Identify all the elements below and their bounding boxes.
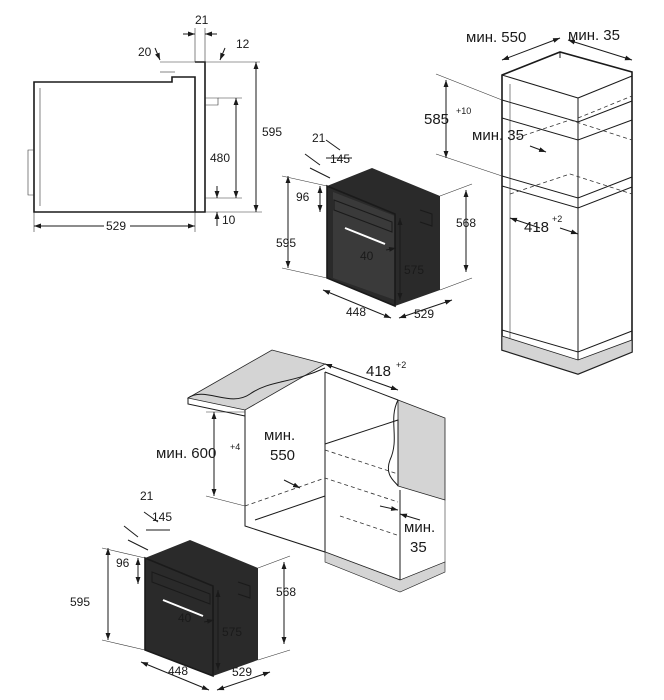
uc-min-550-value: 550 — [270, 447, 295, 464]
cab-min-550: мин. 550 — [466, 29, 526, 46]
lower-dim-40: 40 — [178, 611, 192, 625]
lower-dim-529: 529 — [232, 665, 252, 679]
upper-dim-575: 575 — [404, 263, 424, 277]
upper-dim-568: 568 — [456, 216, 476, 230]
side-dim-529: 529 — [106, 219, 126, 233]
lower-dim-575: 575 — [222, 625, 242, 639]
uc-min-35-value: 35 — [410, 539, 427, 556]
side-dim-21: 21 — [195, 13, 209, 27]
upper-dim-40: 40 — [360, 249, 374, 263]
side-dim-10: 10 — [222, 213, 236, 227]
upper-dim-145: 145 — [330, 152, 350, 166]
upper-dim-529: 529 — [414, 307, 434, 321]
side-dim-20: 20 — [138, 45, 152, 59]
side-view-drawing: 21 20 12 595 480 10 529 — [27, 13, 282, 233]
uc-min-600-tolerance: +4 — [230, 442, 240, 452]
cab-min-35-top: мин. 35 — [568, 27, 620, 44]
lower-dim-145: 145 — [152, 510, 172, 524]
uc-min-600: мин. 600 — [156, 445, 216, 462]
side-dim-12: 12 — [236, 37, 250, 51]
upper-dim-595: 595 — [276, 236, 296, 250]
cab-min-35-mid: мин. 35 — [472, 127, 524, 144]
cab-dim-585: 585 — [424, 111, 449, 128]
oven-lower-drawing: 21 145 96 595 568 40 575 448 529 — [70, 489, 296, 691]
uc-dim-418: 418 — [366, 363, 391, 380]
tall-cabinet-drawing: мин. 550 мин. 35 585 +10 мин. 35 418 +2 — [424, 27, 633, 375]
lower-dim-595: 595 — [70, 595, 90, 609]
lower-dim-21: 21 — [140, 489, 154, 503]
lower-dim-568: 568 — [276, 585, 296, 599]
side-dim-480: 480 — [210, 151, 230, 165]
under-counter-drawing: 418 +2 мин. 600 +4 мин. 550 мин. 35 — [156, 349, 446, 593]
cab-dim-418: 418 — [524, 219, 549, 236]
upper-dim-96: 96 — [296, 190, 310, 204]
upper-dim-448: 448 — [346, 305, 366, 319]
side-dim-595: 595 — [262, 125, 282, 139]
uc-min-550-label: мин. — [264, 427, 295, 444]
cab-dim-585-tolerance: +10 — [456, 106, 471, 116]
uc-min-35-label: мин. — [404, 519, 435, 536]
uc-dim-418-tolerance: +2 — [396, 360, 406, 370]
lower-dim-96: 96 — [116, 556, 130, 570]
oven-upper-drawing: 21 145 96 595 568 40 575 448 529 — [276, 131, 476, 321]
cab-dim-418-tolerance: +2 — [552, 214, 562, 224]
upper-dim-21: 21 — [312, 131, 326, 145]
lower-dim-448: 448 — [168, 664, 188, 678]
